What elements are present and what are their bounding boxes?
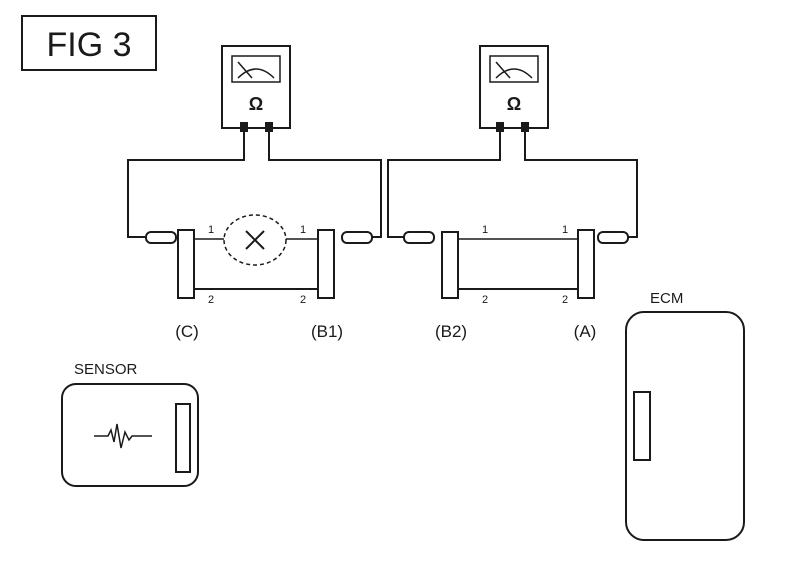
probe-lead-left-a (127, 132, 245, 238)
connector-label-b1: (B1) (311, 322, 343, 341)
pin-label: 2 (482, 294, 488, 306)
probe-tip-left-b (341, 231, 373, 244)
sensor-label: SENSOR (74, 361, 138, 378)
probe-lead-left-b (268, 132, 382, 238)
connector-b1 (317, 229, 335, 299)
ohm-symbol-right: Ω (507, 94, 521, 114)
figure-label: FIG 3 (46, 26, 131, 64)
open-circuit-marker (223, 214, 287, 266)
probe-tip-left-a (145, 231, 177, 244)
pin-label: 2 (208, 294, 214, 306)
pin-label: 1 (562, 224, 568, 236)
probe-tip-right-b (597, 231, 629, 244)
connector-c (177, 229, 195, 299)
probe-lead-right-a (387, 132, 501, 238)
ecm-unit: ECM (625, 290, 745, 541)
ohm-symbol-left: Ω (249, 94, 263, 114)
sensor-waveform-icon (94, 423, 152, 449)
ecm-label: ECM (650, 290, 683, 307)
probe-tip-right-a (403, 231, 435, 244)
probe-lead-right-b (524, 132, 638, 238)
pin-label: 2 (300, 294, 306, 306)
sensor-unit: SENSOR (61, 361, 199, 487)
connector-label-c: (C) (175, 322, 199, 341)
pin-label: 2 (562, 294, 568, 306)
figure-title: FIG 3 (21, 15, 157, 71)
pin-label: 1 (208, 224, 214, 236)
connector-label-a: (A) (574, 322, 597, 341)
pin-label: 1 (300, 224, 306, 236)
connector-label-b2: (B2) (435, 322, 467, 341)
ohmmeter-right: Ω (479, 45, 549, 132)
connector-b2 (441, 231, 459, 299)
pin-label: 1 (482, 224, 488, 236)
ohmmeter-left: Ω (221, 45, 291, 132)
connector-a (577, 229, 595, 299)
